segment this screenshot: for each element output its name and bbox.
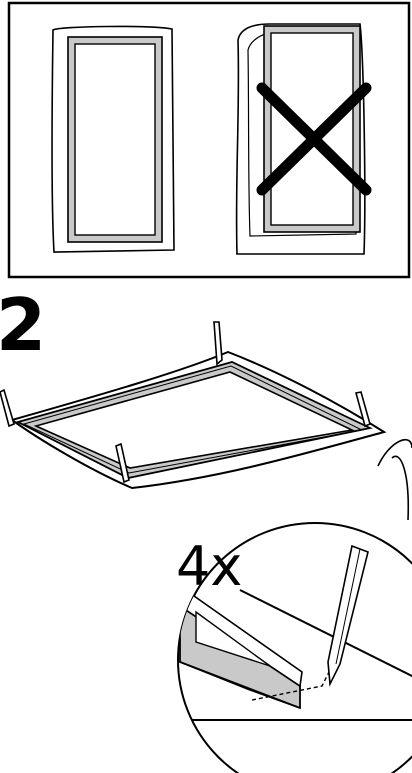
pencil-icon [355, 391, 371, 428]
callout-leader [377, 438, 412, 521]
warped-panel-icon [235, 23, 366, 255]
pencil-icon [213, 321, 223, 366]
cross-icon [256, 82, 372, 196]
pencil-icon [115, 442, 130, 484]
detail-callout [177, 522, 412, 773]
frame-opening [33, 371, 355, 469]
pencil-icon [327, 544, 369, 687]
warped-panel-opening [270, 32, 354, 226]
pencil-icon [0, 388, 15, 428]
frame-on-paper-drawing [0, 321, 387, 490]
comparison-panel [7, 1, 411, 279]
flat-panel-opening [74, 43, 156, 236]
step-number: 2 [0, 283, 46, 367]
flat-panel-icon [51, 25, 175, 253]
quantity-label: 4x [176, 535, 242, 598]
